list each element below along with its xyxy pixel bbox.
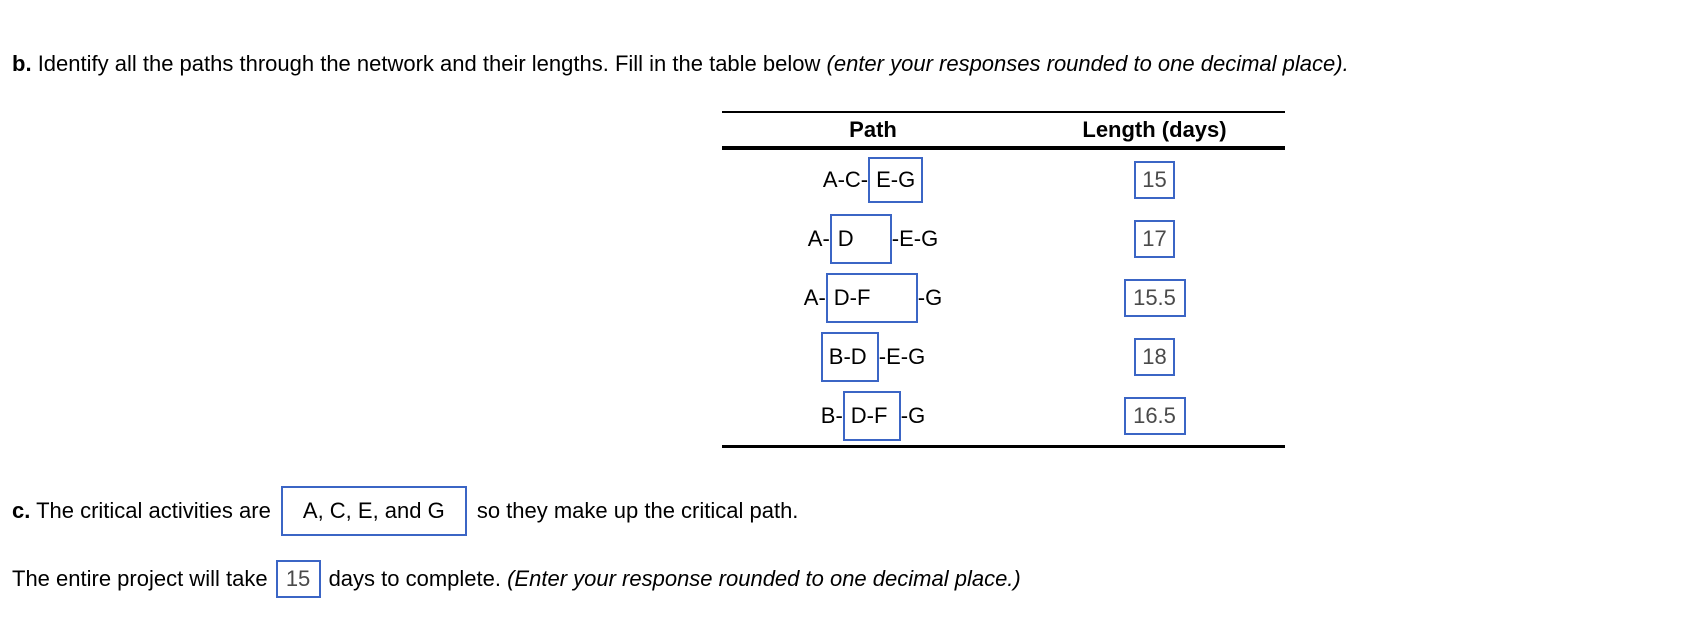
path-suffix: -E-G — [878, 343, 926, 369]
path-suffix: -E-G — [891, 225, 939, 251]
question-b-label: b. — [12, 51, 32, 76]
duration-text-after: days to complete. — [328, 566, 508, 591]
path-suffix: -G — [917, 284, 943, 310]
paths-table: Path Length (days) A-C- E-G 15 A- D -E-G… — [722, 111, 1285, 448]
path-prefix: A-C- — [822, 166, 869, 192]
path-prefix: B- — [820, 402, 843, 428]
project-duration-line: The entire project will take 15 days to … — [12, 560, 1021, 598]
path-answer-box[interactable]: D-F — [842, 390, 901, 441]
path-answer-box[interactable]: E-G — [868, 156, 924, 203]
question-c-label: c. — [12, 498, 31, 523]
table-row: A- D-F -G 15.5 — [722, 268, 1285, 327]
table-body: A-C- E-G 15 A- D -E-G 17 A- D-F -G — [722, 150, 1285, 448]
path-answer-box[interactable]: D-F — [825, 272, 918, 323]
critical-activities-answer-box[interactable]: A, C, E, and G — [280, 486, 467, 536]
path-column-header: Path — [849, 116, 897, 142]
length-answer-box[interactable]: 16.5 — [1123, 396, 1186, 435]
table-header-row: Path Length (days) — [722, 113, 1285, 150]
path-prefix: A- — [807, 225, 830, 251]
table-row: A-C- E-G 15 — [722, 150, 1285, 209]
path-answer-box[interactable]: B-D — [820, 331, 879, 382]
question-b-text: Identify all the paths through the netwo… — [37, 51, 821, 76]
table-row: B-D -E-G 18 — [722, 327, 1285, 386]
length-answer-box[interactable]: 15 — [1134, 160, 1175, 199]
question-c: c. The critical activities are A, C, E, … — [12, 486, 798, 536]
question-b-note: (enter your responses rounded to one dec… — [826, 51, 1349, 76]
length-answer-box[interactable]: 18 — [1134, 337, 1175, 376]
duration-note: (Enter your response rounded to one deci… — [507, 566, 1021, 591]
table-row: A- D -E-G 17 — [722, 209, 1285, 268]
project-duration-answer-box[interactable]: 15 — [275, 560, 321, 598]
length-answer-box[interactable]: 15.5 — [1123, 278, 1186, 317]
duration-text-before: The entire project will take — [12, 566, 268, 591]
path-answer-box[interactable]: D — [829, 213, 892, 264]
question-c-text-before: The critical activities are — [30, 498, 271, 523]
question-b: b. Identify all the paths through the ne… — [12, 50, 1692, 78]
table-row: B- D-F -G 16.5 — [722, 386, 1285, 445]
question-c-text-after: so they make up the critical path. — [476, 498, 799, 523]
path-prefix: A- — [803, 284, 826, 310]
path-suffix: -G — [900, 402, 926, 428]
length-column-header: Length (days) — [1082, 116, 1227, 142]
length-answer-box[interactable]: 17 — [1134, 219, 1175, 258]
